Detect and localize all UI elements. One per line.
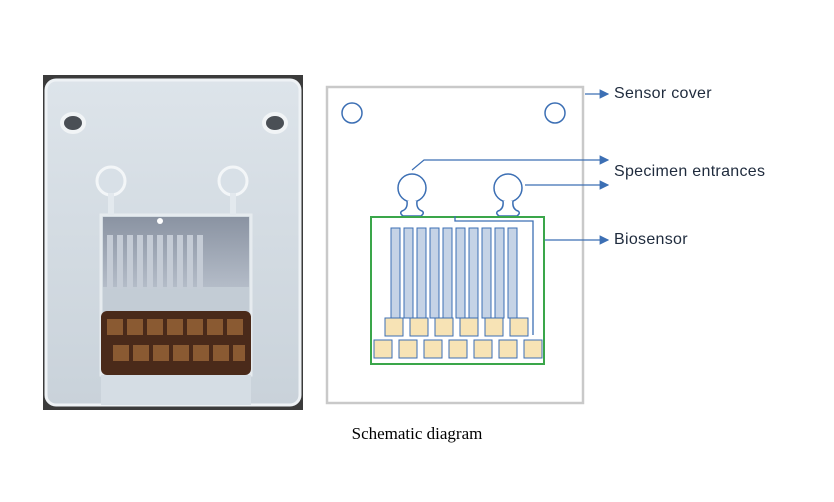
schematic-hole-left [341,102,363,124]
biosensor-label: Biosensor [614,231,688,248]
photo-chip-dot [157,218,163,224]
specimen-entrance-left [397,173,427,217]
schematic-hole-right [544,102,566,124]
schematic-pads-top [384,317,529,337]
schematic-diagram [325,85,585,405]
schematic-channel-line [454,216,534,335]
specimen-entrance-arrow-left [411,155,610,171]
schematic-electrodes [390,227,518,319]
photo-entrance-stem-left [108,193,114,215]
sensor-photo [43,75,303,410]
specimen-entrances-label: Specimen entrances [614,163,766,180]
photo-entrance-stem-right [230,193,236,215]
caption: Schematic diagram [351,424,483,443]
photo-hole-left [60,112,86,134]
photo-pads-bottom [113,345,245,361]
photo-pads-top [107,319,243,335]
sensor-cover-label: Sensor cover [614,85,712,102]
photo-hole-right [262,112,288,134]
photo-cover-bottom [101,375,251,405]
schematic-pads-bottom [373,339,543,359]
photo-electrodes [107,235,203,289]
sensor-photo-graphic [43,75,303,410]
